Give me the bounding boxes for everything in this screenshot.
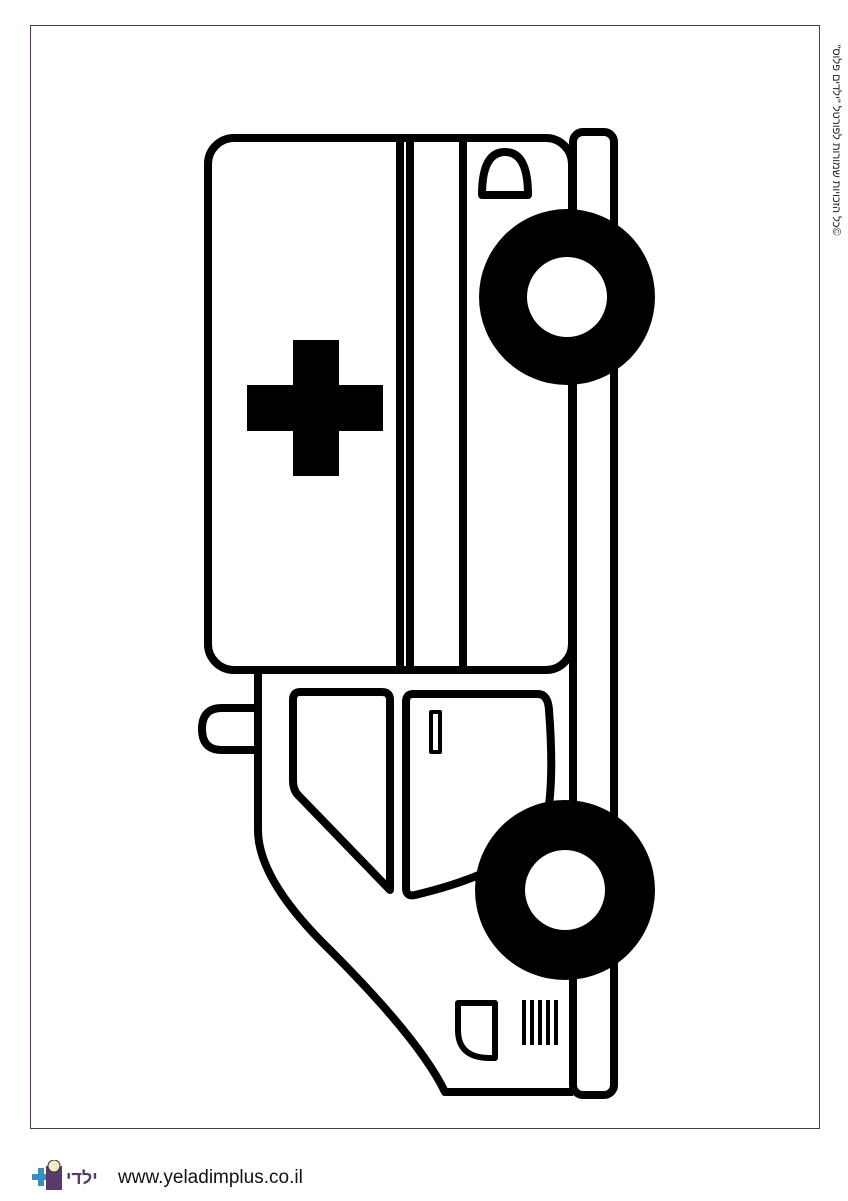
svg-text:ילדי: ילדי — [66, 1168, 98, 1188]
side-mirror — [198, 704, 258, 754]
rear-wheel — [479, 209, 655, 385]
red-cross — [247, 340, 383, 476]
siren-light — [478, 148, 532, 199]
cab-body — [254, 670, 573, 1096]
door-handle — [429, 710, 442, 754]
yeladim-plus-logo[interactable]: ילדי — [30, 1159, 112, 1196]
copyright-notice: ©כל הזכויות שמורות לפורטל "ילדים פלוס" — [830, 44, 842, 236]
page-frame — [30, 25, 820, 1129]
cab-rear-window — [289, 688, 394, 894]
footer: ילדי www.yeladimplus.co.il — [30, 1159, 303, 1196]
logo-icon: ילדי — [32, 1159, 98, 1190]
ambulance-box — [204, 134, 576, 674]
front-wheel — [475, 800, 655, 980]
grille — [522, 1000, 558, 1045]
headlight — [455, 1000, 498, 1061]
website-link[interactable]: www.yeladimplus.co.il — [118, 1167, 303, 1188]
